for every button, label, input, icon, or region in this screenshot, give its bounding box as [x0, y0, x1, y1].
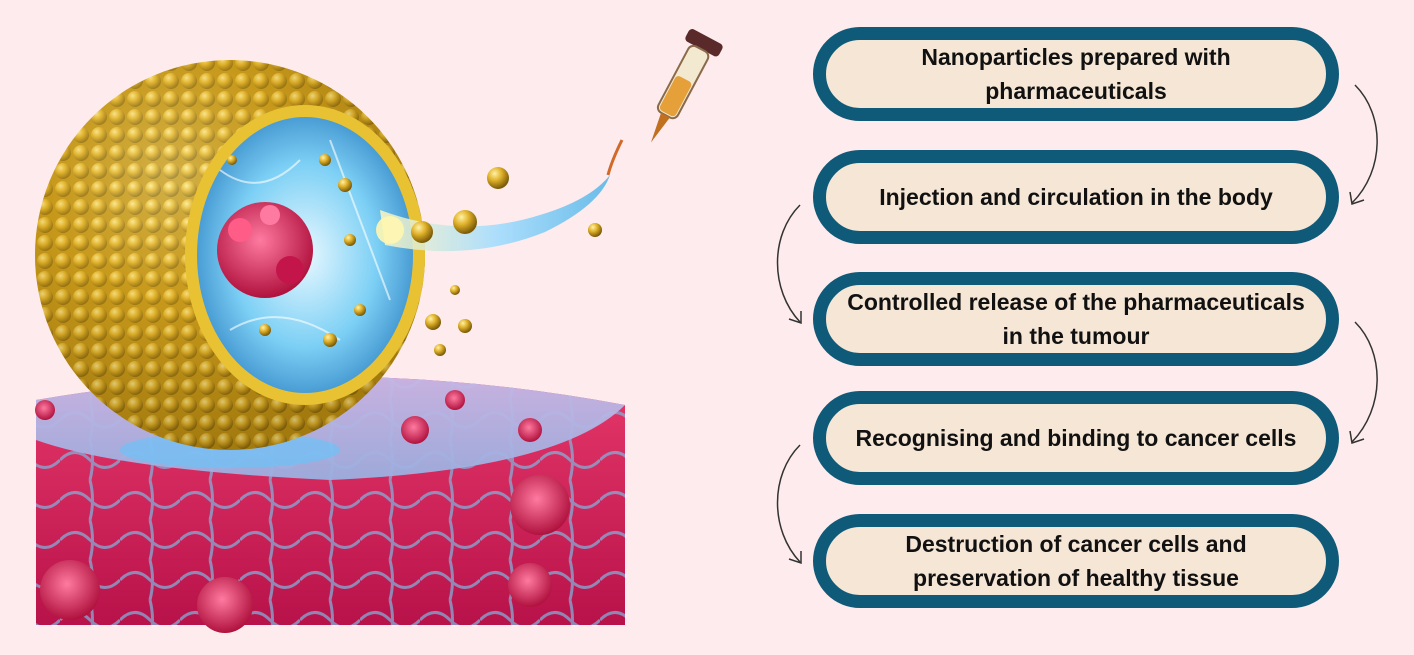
arrow-2-to-3 [776, 204, 801, 323]
nanoparticle-icon [35, 60, 425, 450]
nanoparticle-illustration [35, 29, 723, 633]
arrow-4-to-5-head [788, 551, 802, 565]
drug-stream [376, 167, 610, 356]
arrow-3-to-4-head [1349, 430, 1365, 444]
arrow-4-to-5 [776, 444, 801, 563]
arrow-2-to-3-head [788, 311, 802, 325]
step-4-box: Recognising and binding to cancer cells [813, 391, 1339, 485]
step-4-label: Recognising and binding to cancer cells [855, 425, 1297, 451]
step-5-box: Destruction of cancer cells and preserva… [813, 514, 1339, 608]
step-1-box: Nanoparticles prepared with pharmaceutic… [813, 27, 1339, 121]
step-1-label: Nanoparticles prepared with pharmaceutic… [921, 44, 1231, 104]
arrow-1-to-2 [1351, 84, 1378, 204]
step-3-box: Controlled release of the pharmaceutical… [813, 272, 1339, 366]
flow-arrows [776, 84, 1378, 565]
arrow-3-to-4 [1351, 321, 1378, 443]
step-2-box: Injection and circulation in the body [813, 150, 1339, 244]
step-2-label: Injection and circulation in the body [879, 184, 1273, 210]
cancer-cell-icon [217, 202, 313, 298]
step-3-label: Controlled release of the pharmaceutical… [847, 289, 1305, 349]
syringe-icon [650, 29, 723, 143]
arrow-1-to-2-head [1349, 191, 1365, 205]
step-5-label: Destruction of cancer cells and preserva… [905, 531, 1247, 591]
